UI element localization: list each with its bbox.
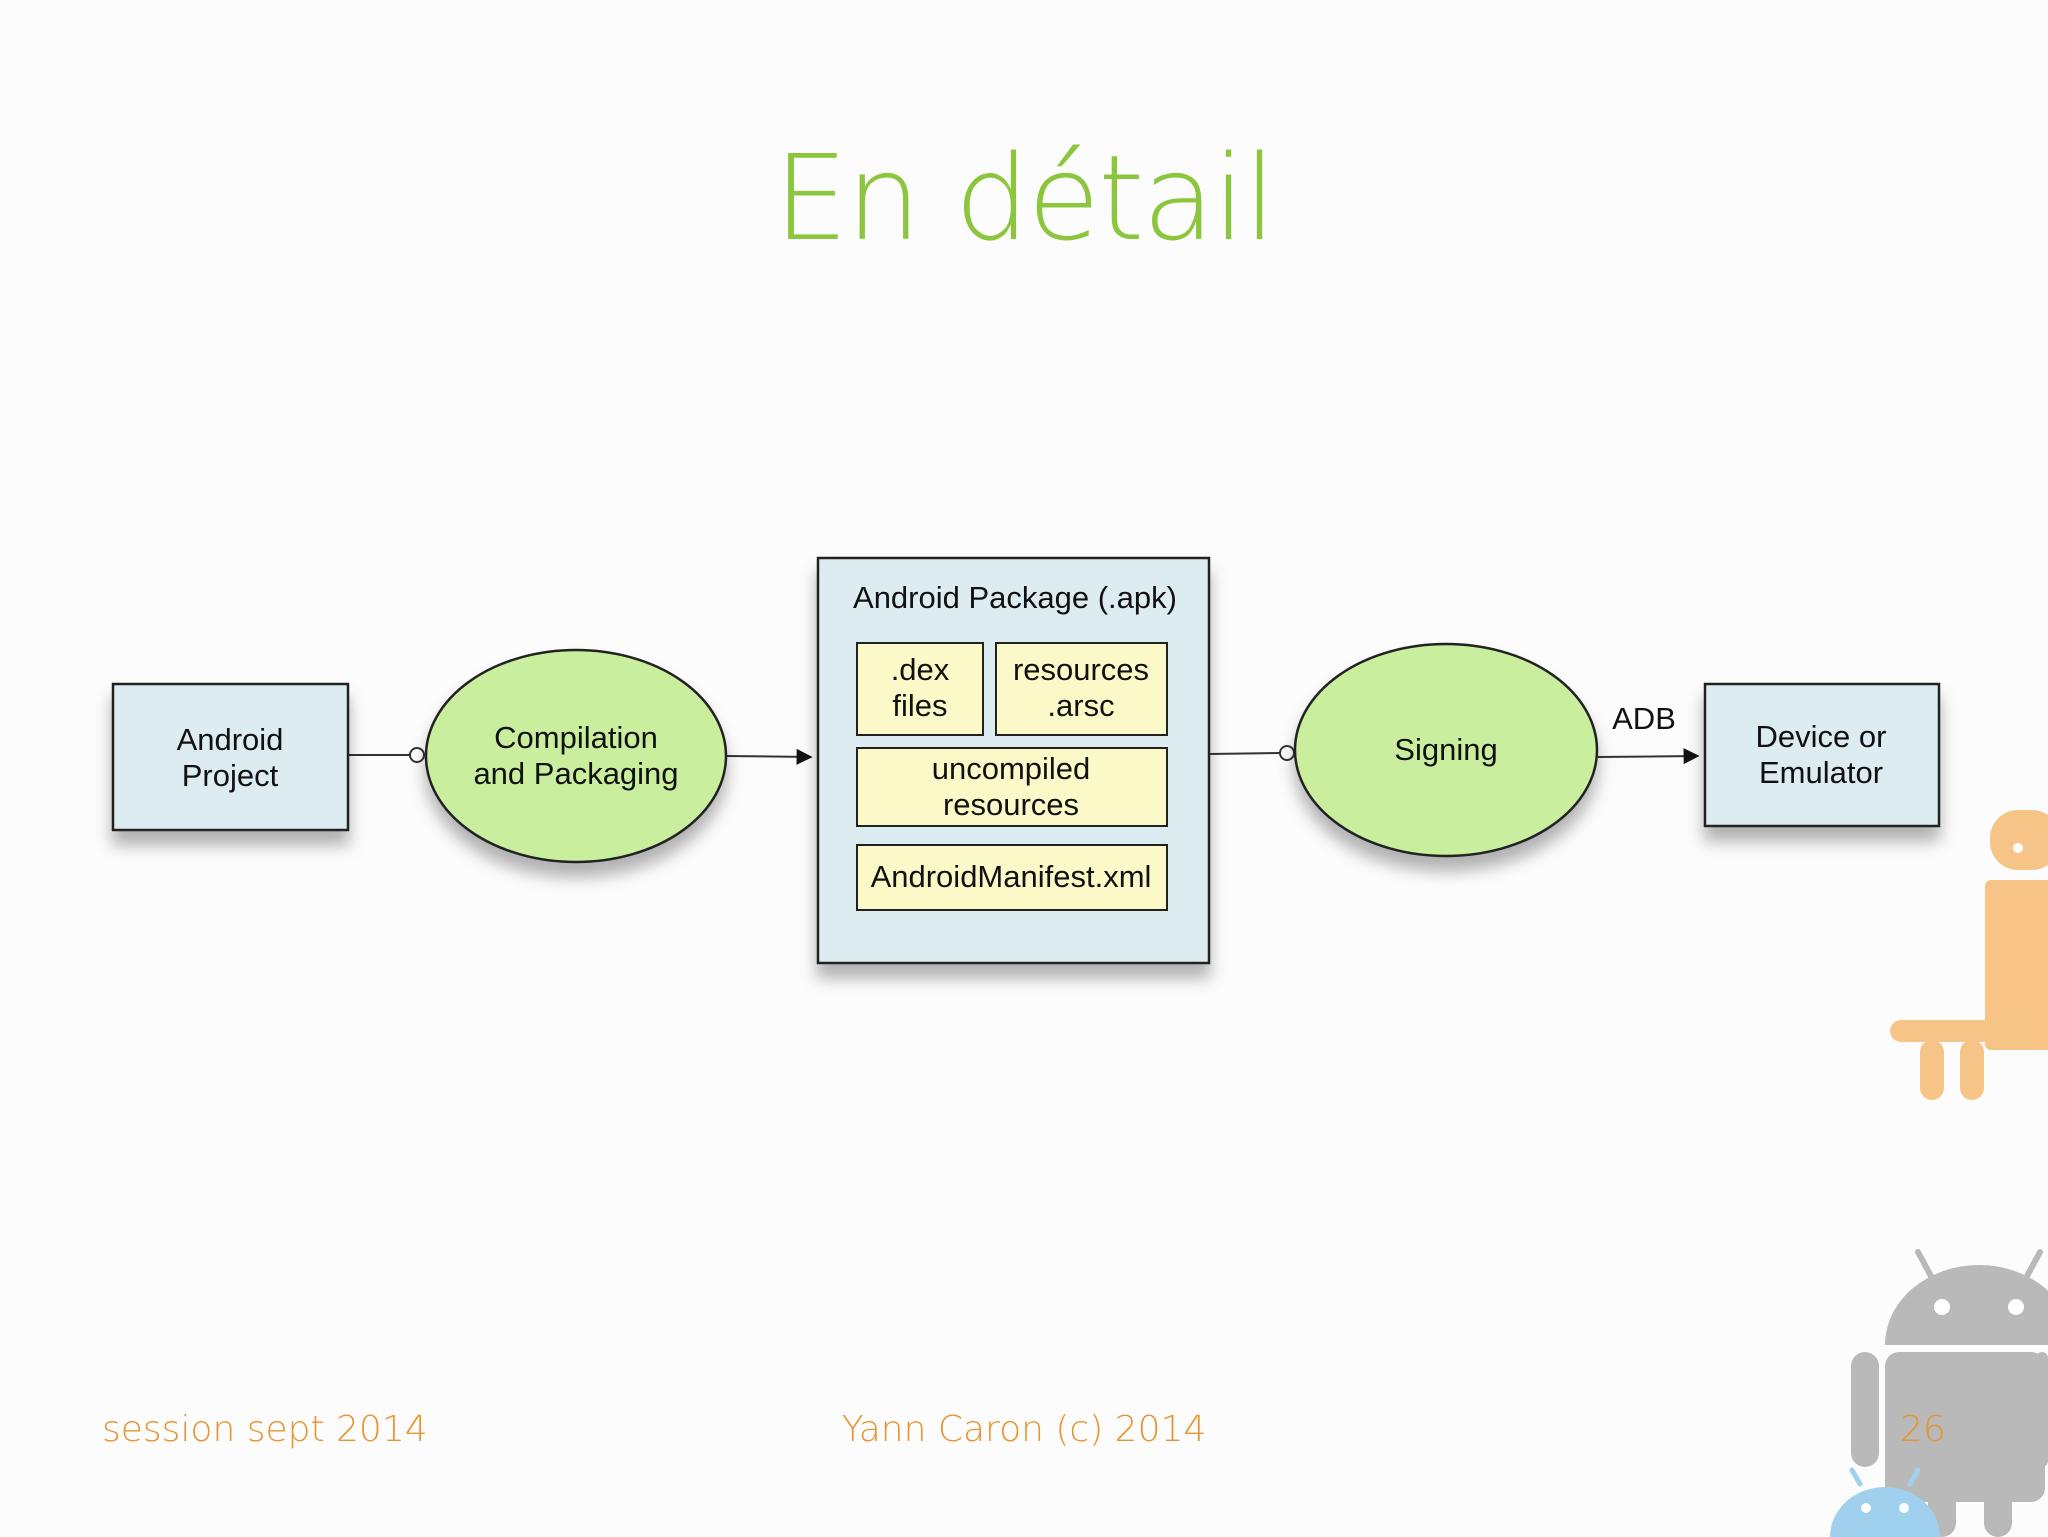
resources-arsc-box: resources .arsc	[995, 642, 1168, 736]
device-emulator-box: Device or Emulator	[1703, 682, 1941, 828]
signing-label: Signing	[1394, 732, 1497, 767]
uncompiled-resources-box: uncompiled resources	[856, 747, 1168, 827]
compilation-label-line1: Compilation	[494, 720, 658, 755]
dex-files-label-line1: .dex	[891, 652, 950, 687]
orange-android-icon	[1890, 810, 2048, 1100]
dex-files-label-line2: files	[892, 688, 947, 723]
apk-title: Android Package (.apk)	[853, 580, 1177, 615]
compilation-label-line2: and Packaging	[473, 756, 678, 791]
device-label-line2: Emulator	[1759, 755, 1883, 790]
android-manifest-box: AndroidManifest.xml	[856, 844, 1168, 911]
android-manifest-label: AndroidManifest.xml	[871, 859, 1152, 894]
uncompiled-resources-label-line2: resources	[943, 787, 1079, 822]
blue-android-icon	[1830, 1467, 1940, 1537]
slide-title: En détail	[773, 129, 1277, 267]
arrow-compilation-to-apk	[725, 748, 813, 765]
android-project-box: Android Project	[111, 682, 350, 832]
signing-ellipse: Signing	[1293, 642, 1599, 858]
arrow-signing-to-device	[1597, 748, 1700, 765]
android-package-box: Android Package (.apk) .dex files resour…	[816, 556, 1211, 965]
page-number: 26	[1900, 1409, 1946, 1450]
resources-arsc-label-line1: resources	[1013, 652, 1149, 687]
footer-session: session sept 2014	[102, 1409, 428, 1450]
connector-project-to-compilation	[348, 747, 425, 763]
resources-arsc-label-line2: .arsc	[1047, 688, 1114, 723]
footer-author: Yann Caron (c) 2014	[841, 1409, 1207, 1450]
gray-android-icon	[1851, 1249, 2048, 1537]
dex-files-box: .dex files	[856, 642, 984, 736]
uncompiled-resources-label-line1: uncompiled	[932, 751, 1091, 786]
connector-apk-to-signing	[1208, 745, 1295, 761]
device-label-line1: Device or	[1756, 719, 1887, 754]
android-project-label-line1: Android	[177, 722, 284, 757]
adb-label: ADB	[1612, 701, 1676, 736]
android-project-label-line2: Project	[182, 758, 279, 793]
compilation-packaging-ellipse: Compilation and Packaging	[424, 648, 728, 864]
